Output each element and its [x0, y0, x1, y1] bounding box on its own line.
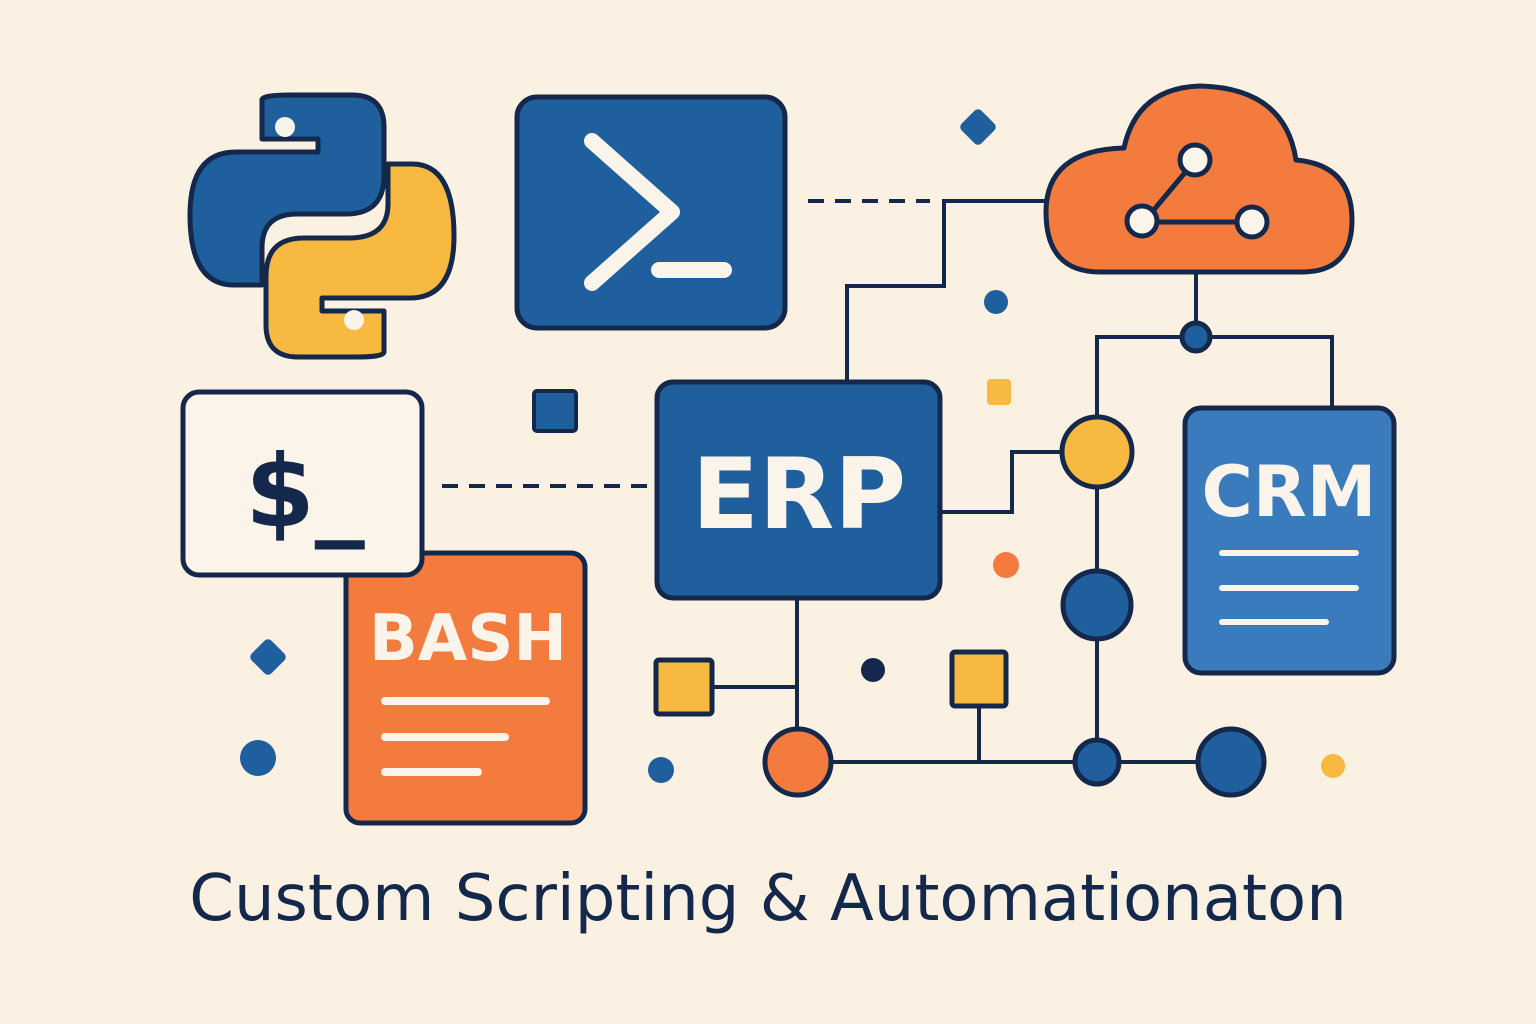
powershell-prompt-icon: [514, 94, 788, 331]
cloud-network-icon: [1043, 83, 1355, 275]
orange-node: [762, 726, 834, 798]
terminal-prompt-icon: $_: [180, 389, 425, 578]
dot-decoration: [984, 290, 1008, 314]
python-logo-icon: [187, 92, 457, 360]
yellow-node: [1059, 414, 1135, 490]
square-decoration-outlined: [532, 389, 578, 433]
yellow-square-node: [653, 657, 715, 717]
link-junction-crm: [1095, 335, 1334, 762]
diamond-decoration: [960, 109, 996, 145]
yellow-square-node: [949, 649, 1009, 709]
erp-box: ERP: [654, 379, 943, 601]
link-erp-yellow: [940, 450, 1062, 514]
dot-decoration: [648, 757, 674, 783]
link-erp-cloud: [845, 199, 1047, 382]
blue-node: [1060, 568, 1134, 642]
junction-node: [1179, 320, 1213, 354]
square-decoration: [987, 379, 1011, 405]
decorations: [240, 109, 1345, 783]
dot-decoration: [1321, 754, 1345, 778]
dot-decoration: [861, 658, 885, 682]
diamond-decoration: [250, 639, 286, 675]
terminal-prompt-text: $_: [245, 433, 365, 550]
small-blue-node: [1072, 737, 1122, 787]
crm-document: CRM: [1182, 405, 1397, 676]
connectors: [442, 199, 1334, 764]
network-nodes: [653, 320, 1267, 798]
end-node: [1195, 726, 1267, 798]
erp-label: ERP: [692, 438, 906, 552]
crm-label: CRM: [1202, 451, 1377, 533]
caption-title: Custom Scripting & Automationaton: [189, 862, 1347, 936]
bash-label: BASH: [369, 602, 567, 676]
bash-document: BASH: [343, 550, 588, 826]
dot-decoration: [993, 552, 1019, 578]
dot-decoration: [240, 740, 276, 776]
